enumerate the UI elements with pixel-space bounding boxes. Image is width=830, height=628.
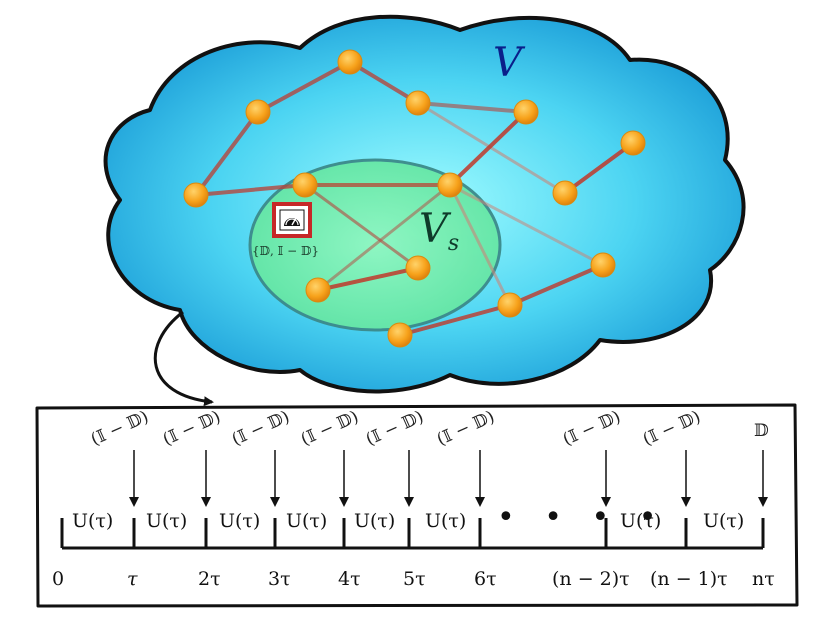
detector-icon bbox=[272, 202, 312, 238]
network-nodes bbox=[183, 49, 646, 348]
time-label: nτ bbox=[752, 568, 775, 590]
node bbox=[387, 322, 413, 348]
set-label-vs-base: V bbox=[419, 206, 448, 252]
time-label: 3τ bbox=[268, 568, 291, 590]
edge bbox=[194, 183, 307, 197]
edge bbox=[448, 183, 605, 267]
measurement-arrows bbox=[129, 450, 768, 507]
node bbox=[183, 182, 209, 208]
node bbox=[513, 99, 539, 125]
evolution-label: U(τ) bbox=[286, 510, 328, 532]
edge bbox=[316, 183, 452, 292]
node bbox=[405, 90, 431, 116]
measurement-label: {𝔻, 𝕀 − 𝔻} bbox=[252, 244, 320, 258]
node bbox=[437, 172, 463, 198]
node bbox=[590, 252, 616, 278]
time-label: (n − 2)τ bbox=[552, 568, 630, 590]
evolution-label: U(τ) bbox=[354, 510, 396, 532]
edge bbox=[256, 60, 352, 114]
edge bbox=[316, 266, 420, 292]
edge bbox=[448, 110, 528, 187]
time-label: 4τ bbox=[338, 568, 361, 590]
edge bbox=[416, 101, 567, 195]
node bbox=[497, 292, 523, 318]
node bbox=[305, 277, 331, 303]
time-label: 2τ bbox=[198, 568, 221, 590]
node bbox=[337, 49, 363, 75]
time-label: τ bbox=[127, 568, 138, 590]
evolution-label: U(τ) bbox=[219, 510, 261, 532]
set-label-vs: Vs bbox=[419, 206, 459, 256]
set-label-v: V bbox=[493, 40, 522, 86]
edge bbox=[448, 183, 512, 307]
edge bbox=[194, 110, 260, 197]
node bbox=[405, 255, 431, 281]
evolution-label: U(τ) bbox=[425, 510, 467, 532]
time-label: (n − 1)τ bbox=[650, 568, 728, 590]
time-label: 0 bbox=[52, 568, 65, 590]
node bbox=[245, 99, 271, 125]
evolution-label: U(τ) bbox=[703, 510, 745, 532]
curved-arrow-icon bbox=[153, 310, 214, 407]
edge bbox=[416, 101, 528, 114]
node bbox=[292, 172, 318, 198]
ellipsis: • • • • bbox=[497, 500, 667, 535]
edge bbox=[508, 263, 605, 307]
evolution-label: U(τ) bbox=[620, 510, 662, 532]
network-edges bbox=[194, 60, 635, 337]
edge bbox=[398, 303, 512, 337]
set-label-vs-sub: s bbox=[447, 231, 460, 256]
evolution-label: U(τ) bbox=[146, 510, 188, 532]
node bbox=[552, 180, 578, 206]
timeline-panel bbox=[35, 403, 799, 608]
node bbox=[620, 130, 646, 156]
evolution-label: U(τ) bbox=[72, 510, 114, 532]
time-label: 5τ bbox=[403, 568, 426, 590]
edge bbox=[348, 60, 420, 105]
edge bbox=[303, 183, 420, 270]
time-label: 6τ bbox=[474, 568, 497, 590]
timeline-axis bbox=[60, 518, 765, 550]
final-operation-label: 𝔻 bbox=[754, 421, 769, 441]
edge bbox=[563, 141, 635, 195]
